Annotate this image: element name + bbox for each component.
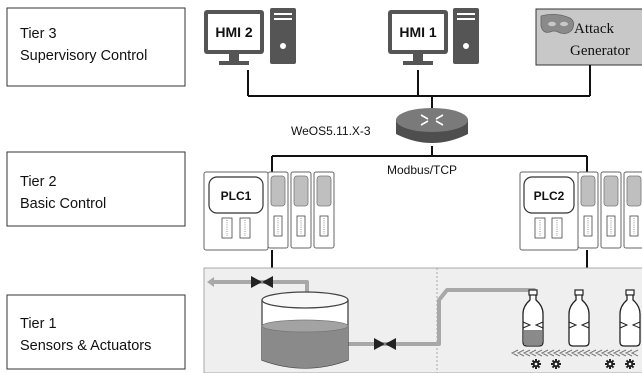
- tier3-subtitle: Supervisory Control: [20, 48, 147, 64]
- plc1-rack: PLC1: [203, 171, 335, 251]
- supervisory-network-links: [247, 65, 591, 112]
- field-links: [271, 250, 588, 268]
- gear-icon: [625, 359, 635, 369]
- gear-icon: [551, 359, 561, 369]
- gear-icon: [605, 359, 615, 369]
- tier3-box: Tier 3 Supervisory Control: [6, 7, 186, 87]
- plc2-rack: PLC2: [519, 171, 642, 251]
- conveyor-belt: [510, 349, 639, 357]
- hmi-2-workstation: HMI 2: [204, 8, 296, 65]
- tier2-box: Tier 2 Basic Control: [6, 151, 186, 227]
- control-network-links: [271, 146, 588, 172]
- hmi-1-workstation: HMI 1: [388, 8, 479, 65]
- bottle-filling: [522, 289, 544, 347]
- router-label: WeOS5.11.X-3: [291, 124, 371, 138]
- attack-label-line1: Attack: [574, 21, 614, 37]
- tier1-title: Tier 1: [20, 316, 57, 332]
- gear-icon: [531, 359, 541, 369]
- router-icon: [396, 108, 468, 143]
- hmi-2-label: HMI 2: [215, 24, 253, 40]
- attack-generator: Attack Generator: [535, 8, 642, 66]
- tier2-title: Tier 2: [20, 174, 57, 190]
- plc1-label: PLC1: [221, 189, 252, 203]
- tier3-title: Tier 3: [20, 26, 57, 42]
- protocol-label: Modbus/TCP: [387, 163, 457, 177]
- mask-icon: [540, 14, 574, 34]
- tier2-subtitle: Basic Control: [20, 196, 106, 212]
- inlet-arrow-icon: [207, 277, 214, 287]
- tier1-subtitle: Sensors & Actuators: [20, 338, 151, 354]
- attack-label-line2: Generator: [570, 43, 630, 59]
- tier1-box: Tier 1 Sensors & Actuators: [6, 294, 186, 370]
- tank-icon: [261, 291, 349, 369]
- hmi-1-label: HMI 1: [399, 24, 437, 40]
- plc2-label: PLC2: [534, 189, 565, 203]
